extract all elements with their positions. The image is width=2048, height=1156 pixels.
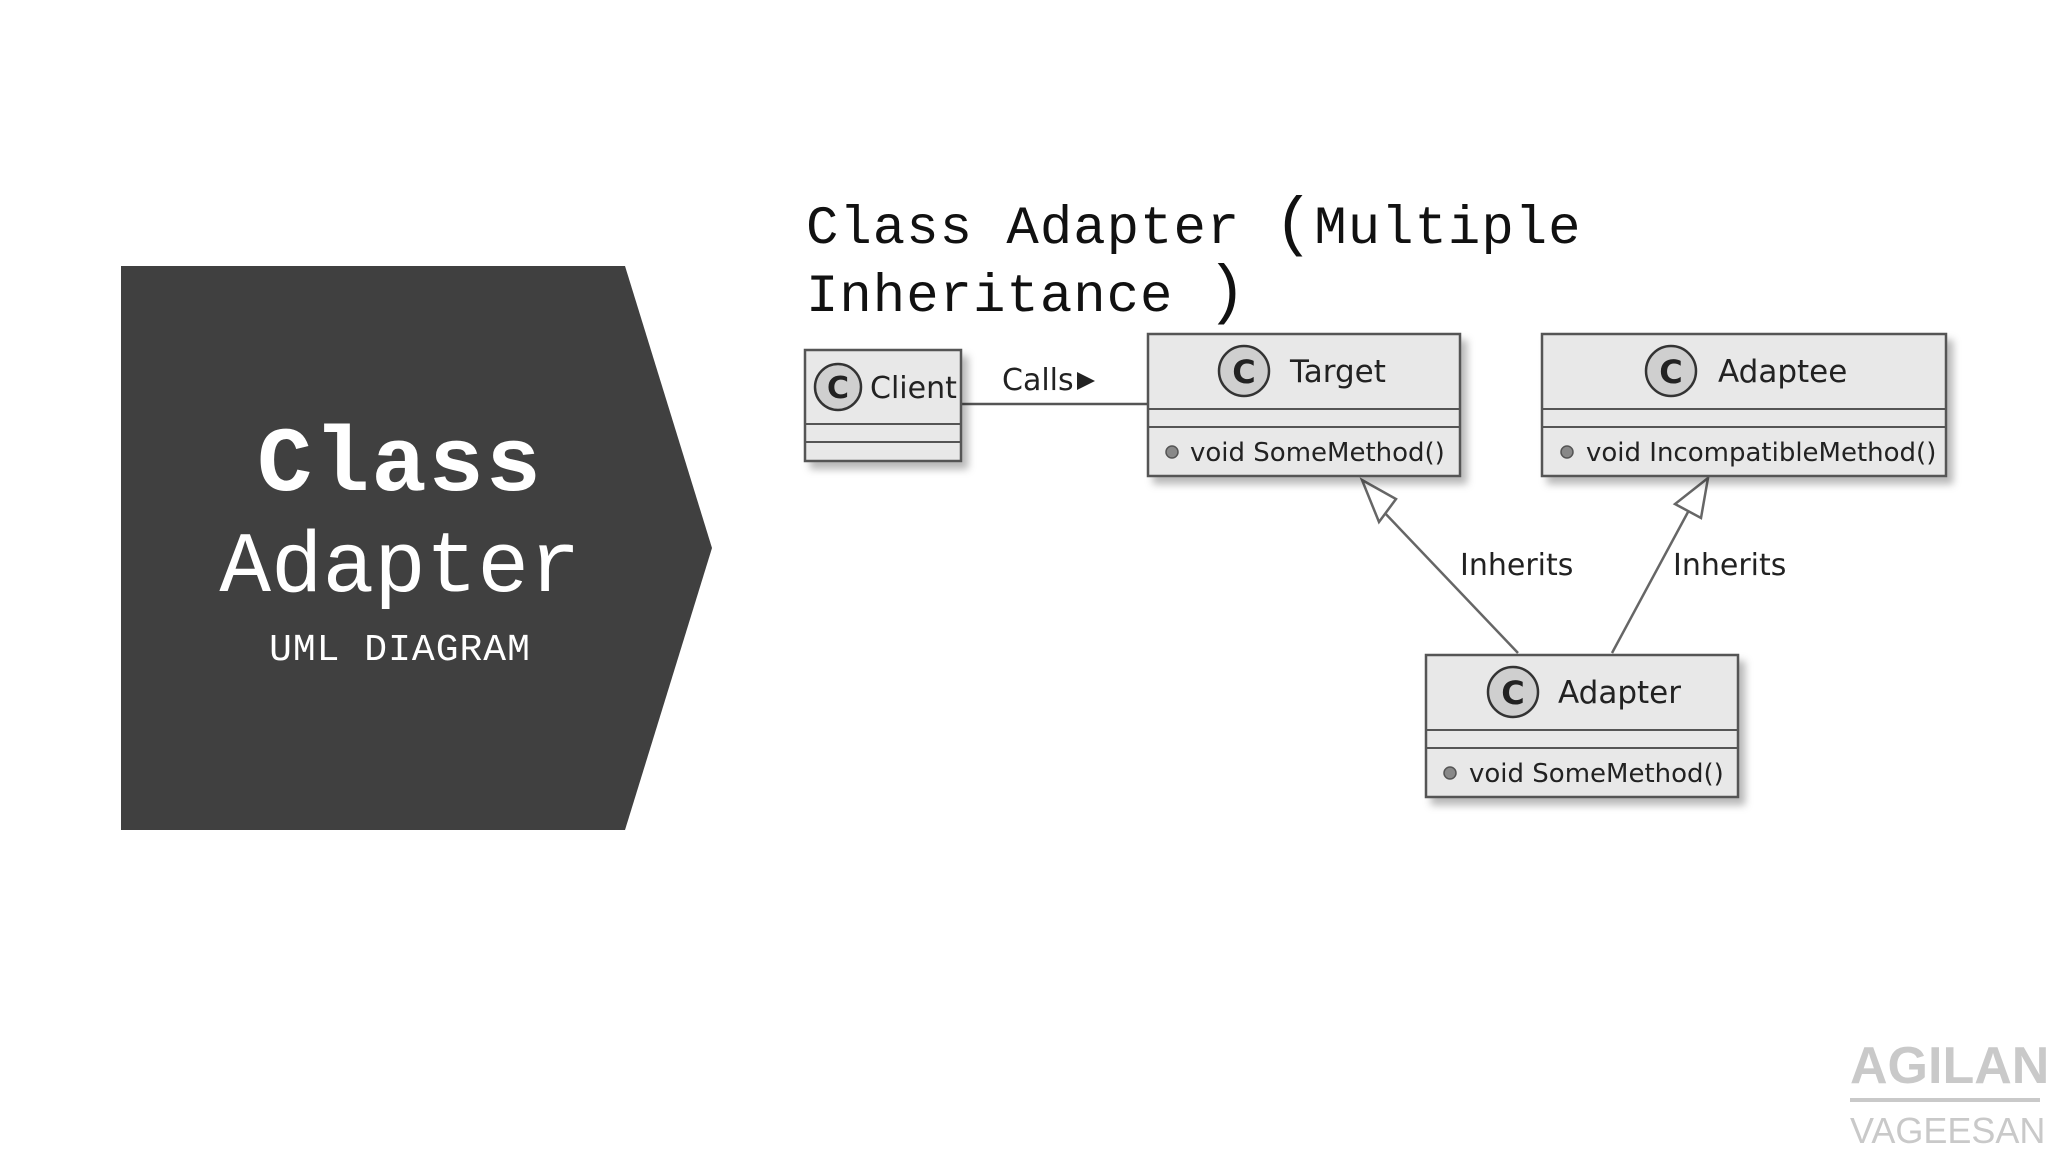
adaptee-member-method: void IncompatibleMethod() — [1586, 438, 1936, 468]
watermark-line-1: AGILAN — [1850, 1036, 2048, 1102]
client-class-icon-letter: C — [827, 371, 849, 406]
inherits-adaptee-label: Inherits — [1673, 548, 1786, 583]
adapter-member-method: void SomeMethod() — [1469, 759, 1724, 789]
heading-paren-close: ) — [1206, 256, 1248, 331]
watermark: AGILAN VAGEESAN — [1850, 1036, 2048, 1156]
adapter-class-name: Adapter — [1558, 675, 1681, 711]
inherits-target-label: Inherits — [1460, 548, 1573, 583]
class-adaptee: C Adaptee void IncompatibleMethod() — [1540, 332, 1948, 478]
target-class-name: Target — [1289, 354, 1386, 390]
adaptee-class-icon — [1644, 344, 1698, 398]
heading-text-3: Inheritance — [806, 267, 1207, 328]
target-class-icon — [1217, 344, 1271, 398]
inherits-adaptee-arrowhead — [1672, 474, 1710, 520]
title-panel-polygon — [121, 266, 712, 830]
adapter-member-bullet — [1443, 766, 1457, 780]
class-adapter: C Adapter void SomeMethod() — [1424, 653, 1740, 799]
client-class-name: Client — [870, 371, 957, 406]
client-class-icon — [813, 362, 863, 412]
adaptee-class-icon-letter: C — [1659, 353, 1682, 391]
class-target: C Target void SomeMethod() — [1146, 332, 1462, 478]
adaptee-box — [1540, 332, 1948, 478]
diagram-heading-line-1: Class Adapter (Multiple — [806, 193, 1706, 262]
calls-label: Calls — [1002, 363, 1074, 398]
calls-direction-arrow — [1077, 372, 1095, 390]
target-member-bullet — [1165, 445, 1179, 459]
target-class-icon-letter: C — [1232, 353, 1255, 391]
diagram-heading: Class Adapter (Multiple Inheritance ) — [806, 193, 1706, 330]
diagram-heading-line-2: Inheritance ) — [806, 261, 1706, 330]
adapter-class-icon — [1486, 665, 1540, 719]
target-box — [1146, 332, 1462, 478]
adaptee-class-name: Adaptee — [1718, 354, 1847, 390]
heading-text-1: Class Adapter — [806, 199, 1274, 260]
adapter-box — [1424, 653, 1740, 799]
title-line-2: Adapter — [219, 519, 581, 617]
inherits-adaptee-line — [1610, 511, 1690, 654]
watermark-line-2: VAGEESAN — [1850, 1110, 2046, 1151]
title-subtitle: UML DIAGRAM — [269, 629, 531, 672]
title-panel: Class Adapter UML DIAGRAM — [120, 265, 680, 825]
inherits-target-arrowhead — [1359, 477, 1398, 525]
target-member-method: void SomeMethod() — [1190, 438, 1445, 468]
class-client: C Client — [803, 348, 963, 463]
adapter-class-icon-letter: C — [1501, 674, 1524, 712]
inherits-target-line — [1381, 509, 1519, 654]
adaptee-member-bullet — [1560, 445, 1574, 459]
heading-paren-open: ( — [1273, 188, 1315, 263]
heading-text-2: Multiple — [1314, 199, 1582, 260]
title-line-1: Class — [256, 413, 544, 518]
